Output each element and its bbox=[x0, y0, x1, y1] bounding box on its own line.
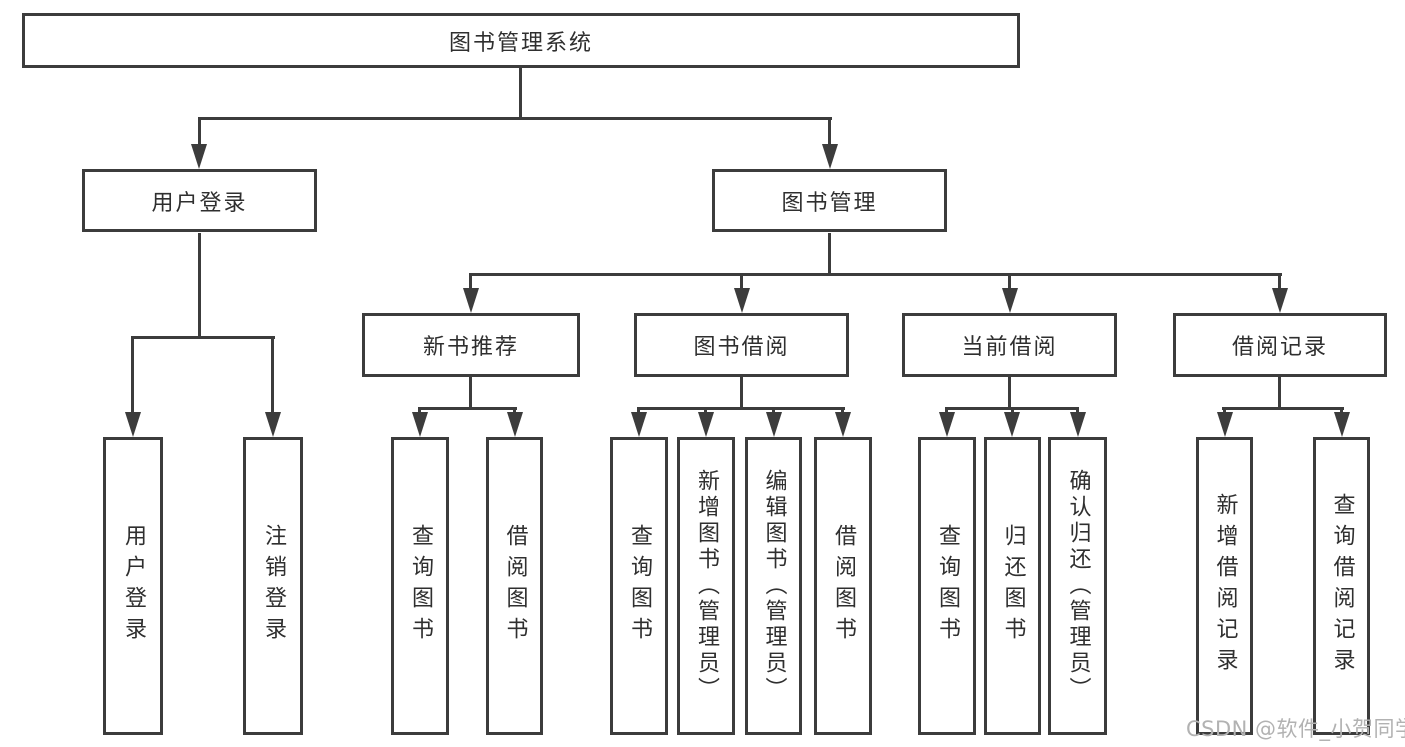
connector-drop-confirm-return bbox=[1076, 407, 1079, 415]
arrowhead-user-login bbox=[191, 144, 207, 169]
leaf-edit-books-admin-label: 编辑图书（管理员） bbox=[761, 469, 787, 703]
csdn-watermark: CSDN @软件_小贺同学 bbox=[1186, 717, 1405, 741]
leaf-user-login: 用户登录 bbox=[103, 437, 163, 735]
connector-new-book-recommend-bus bbox=[418, 407, 517, 410]
leaf-query-borrow-record-label: 查询借阅记录 bbox=[1329, 493, 1355, 679]
connector-book-borrow-bus bbox=[637, 407, 845, 410]
connector-current-borrow-stem bbox=[1008, 377, 1011, 407]
connector-drop-query-borrow-record bbox=[1340, 407, 1343, 415]
connector-drop-borrow-books-b bbox=[841, 407, 844, 415]
node-borrow-records-label: 借阅记录 bbox=[1231, 335, 1328, 360]
arrowhead-query-books-a bbox=[412, 412, 428, 437]
node-user-login: 用户登录 bbox=[82, 169, 317, 232]
arrowhead-book-management bbox=[822, 144, 838, 169]
connector-drop-edit-books-admin bbox=[772, 407, 775, 415]
leaf-confirm-return-admin-label: 确认归还（管理员） bbox=[1065, 469, 1091, 703]
arrowhead-return-books bbox=[1004, 412, 1020, 437]
connector-drop-leaf-logout bbox=[271, 336, 274, 414]
leaf-borrow-books-b: 借阅图书 bbox=[814, 437, 872, 735]
node-new-book-recommend: 新书推荐 bbox=[362, 313, 580, 377]
leaf-confirm-return-admin: 确认归还（管理员） bbox=[1048, 437, 1107, 735]
connector-drop-user-login bbox=[198, 117, 201, 145]
leaf-borrow-books-a-label: 借阅图书 bbox=[502, 524, 528, 648]
arrowhead-add-books-admin bbox=[698, 412, 714, 437]
connector-drop-query-books-a bbox=[418, 407, 421, 415]
node-user-login-label: 用户登录 bbox=[151, 190, 248, 216]
leaf-add-books-admin-label: 新增图书（管理员） bbox=[694, 469, 719, 703]
arrowhead-query-borrow-record bbox=[1334, 412, 1350, 437]
leaf-user-login-label: 用户登录 bbox=[121, 524, 146, 648]
arrowhead-query-books-b bbox=[631, 412, 647, 437]
node-current-borrow-label: 当前借阅 bbox=[961, 335, 1058, 360]
connector-drop-borrow-books-a bbox=[513, 407, 516, 415]
connector-new-book-recommend-stem bbox=[469, 377, 472, 407]
node-new-book-recommend-label: 新书推荐 bbox=[422, 335, 519, 360]
arrowhead-borrow-books-a bbox=[507, 412, 523, 437]
leaf-add-borrow-record: 新增借阅记录 bbox=[1196, 437, 1253, 735]
arrowhead-add-borrow-record bbox=[1217, 412, 1233, 437]
connector-drop-new-book-recommend bbox=[469, 273, 472, 291]
leaf-query-books-c-label: 查询图书 bbox=[935, 524, 960, 648]
leaf-logout-login: 注销登录 bbox=[243, 437, 303, 735]
leaf-query-books-b: 查询图书 bbox=[610, 437, 668, 735]
connector-drop-book-borrow bbox=[740, 273, 743, 291]
node-borrow-records: 借阅记录 bbox=[1173, 313, 1387, 377]
node-root: 图书管理系统 bbox=[22, 13, 1020, 68]
connector-root-bus bbox=[198, 117, 832, 120]
arrowhead-confirm-return bbox=[1070, 412, 1086, 437]
connector-drop-query-books-c bbox=[945, 407, 948, 415]
arrowhead-leaf-user-login bbox=[125, 412, 141, 437]
node-book-management-label: 图书管理 bbox=[781, 190, 878, 216]
connector-user-login-stem bbox=[198, 233, 201, 336]
arrowhead-leaf-logout bbox=[265, 412, 281, 437]
connector-drop-borrow-records bbox=[1278, 273, 1281, 291]
leaf-query-books-a-label: 查询图书 bbox=[408, 524, 433, 648]
leaf-add-books-admin: 新增图书（管理员） bbox=[677, 437, 735, 735]
arrowhead-borrow-books-b bbox=[835, 412, 851, 437]
leaf-query-books-b-label: 查询图书 bbox=[627, 524, 652, 648]
leaf-return-books-label: 归还图书 bbox=[1000, 524, 1026, 648]
leaf-borrow-books-a: 借阅图书 bbox=[486, 437, 543, 735]
arrowhead-new-book-recommend bbox=[463, 288, 479, 313]
connector-drop-book-management bbox=[828, 117, 831, 145]
connector-user-login-bus bbox=[131, 336, 275, 339]
arrowhead-borrow-records bbox=[1272, 288, 1288, 313]
leaf-return-books: 归还图书 bbox=[984, 437, 1041, 735]
arrowhead-query-books-c bbox=[939, 412, 955, 437]
leaf-query-borrow-record: 查询借阅记录 bbox=[1313, 437, 1370, 735]
connector-borrow-records-bus bbox=[1222, 407, 1344, 410]
connector-root-stem bbox=[519, 68, 522, 117]
connector-drop-current-borrow bbox=[1008, 273, 1011, 291]
leaf-logout-login-label: 注销登录 bbox=[261, 524, 286, 648]
arrowhead-book-borrow bbox=[734, 288, 750, 313]
leaf-query-books-c: 查询图书 bbox=[918, 437, 976, 735]
leaf-query-books-a: 查询图书 bbox=[391, 437, 449, 735]
connector-drop-query-books-b bbox=[637, 407, 640, 415]
node-current-borrow: 当前借阅 bbox=[902, 313, 1117, 377]
connector-drop-add-books-admin bbox=[704, 407, 707, 415]
connector-book-management-bus bbox=[469, 273, 1282, 276]
node-book-borrow-label: 图书借阅 bbox=[693, 335, 790, 360]
connector-book-management-stem bbox=[828, 233, 831, 273]
arrowhead-edit-books-admin bbox=[766, 412, 782, 437]
connector-drop-leaf-user-login bbox=[131, 336, 134, 414]
leaf-borrow-books-b-label: 借阅图书 bbox=[831, 524, 856, 648]
arrowhead-current-borrow bbox=[1002, 288, 1018, 313]
connector-book-borrow-stem bbox=[740, 377, 743, 407]
node-book-management: 图书管理 bbox=[712, 169, 947, 232]
leaf-edit-books-admin: 编辑图书（管理员） bbox=[745, 437, 802, 735]
leaf-add-borrow-record-label: 新增借阅记录 bbox=[1212, 493, 1238, 679]
node-book-borrow: 图书借阅 bbox=[634, 313, 849, 377]
connector-drop-add-borrow-record bbox=[1223, 407, 1226, 415]
connector-drop-return-books bbox=[1011, 407, 1014, 415]
connector-borrow-records-stem bbox=[1278, 377, 1281, 407]
node-root-label: 图书管理系统 bbox=[448, 30, 593, 56]
